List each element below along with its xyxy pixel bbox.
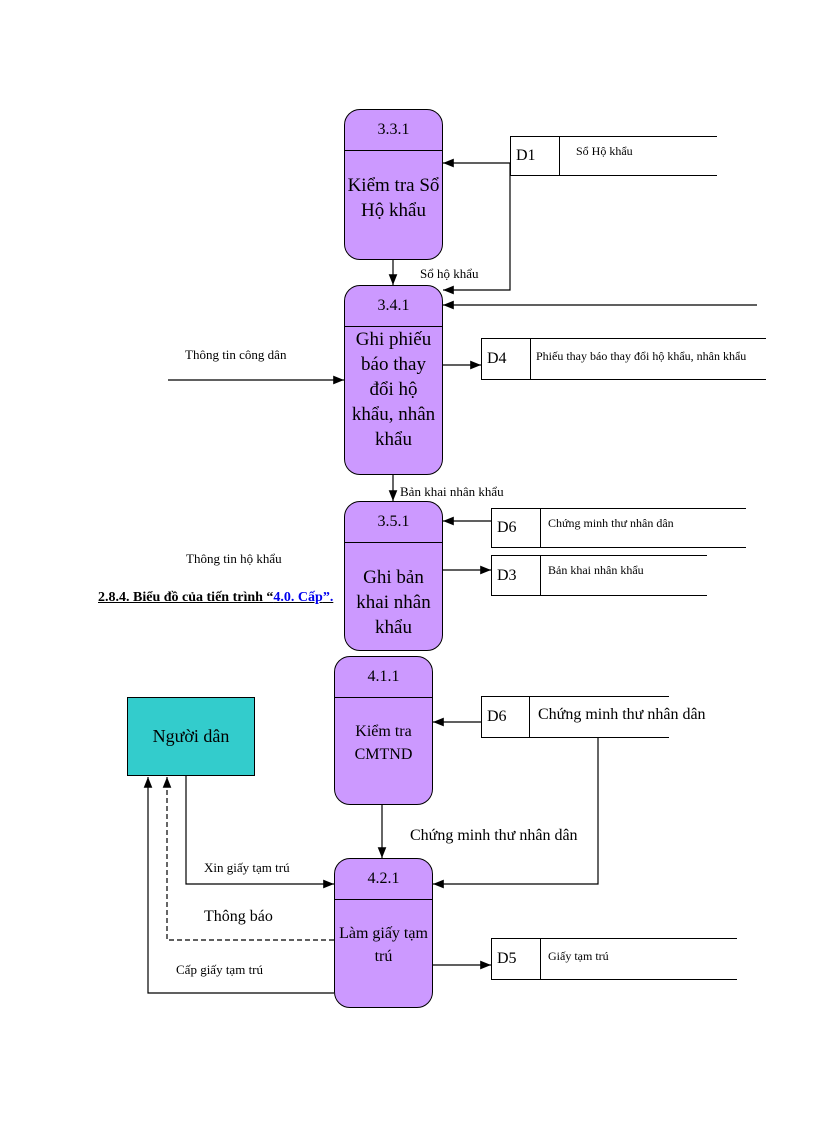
heading-link[interactable]: 4.0. Cấp [273, 590, 323, 605]
flow-request [185, 775, 334, 889]
datastore-code: D1 [516, 147, 536, 164]
heading-prefix: 2.8.4. Biểu đồ của tiến trình “ [98, 590, 274, 605]
datastore-name: Bản khai nhân khẩu [548, 563, 644, 577]
label-xin-giay-tam-tru: Xin giấy tạm trú [204, 860, 290, 875]
label-ban-khai-nhan-khau: Bản khai nhân khẩu [400, 484, 504, 499]
process-3-5-1: 3.5.1 Ghi bản khai nhân khẩu [344, 501, 443, 651]
process-name: Ghi phiếu báo thay đổi hộ khẩu, nhân khẩ… [351, 329, 436, 450]
datastore-d5: D5 Giấy tạm trú [491, 938, 737, 980]
datastore-name: Giấy tạm trú [548, 949, 609, 963]
process-name: Kiểm tra Sổ Hộ khẩu [347, 175, 440, 221]
process-id: 4.2.1 [335, 859, 432, 900]
heading-suffix: ”. [322, 590, 334, 605]
section-heading: 2.8.4. Biểu đồ của tiến trình “4.0. Cấp”… [98, 590, 333, 606]
process-4-1-1: 4.1.1 Kiểm tra CMTND [334, 656, 433, 805]
datastore-code: D5 [497, 950, 517, 967]
label-cap-giay-tam-tru: Cấp giấy tạm trú [176, 962, 264, 977]
flow-d6-to-421 [433, 738, 599, 889]
process-3-4-1: 3.4.1 Ghi phiếu báo thay đổi hộ khẩu, nh… [344, 285, 443, 475]
process-id: 3.3.1 [345, 110, 442, 151]
flow-notify [162, 777, 334, 941]
datastore-d6-b: D6 Chứng minh thư nhân dân [481, 696, 706, 738]
label-so-ho-khau: Sổ hộ khẩu [420, 266, 479, 281]
datastore-name: Sổ Hộ khẩu [576, 144, 633, 158]
label-thong-tin-ho-khau: Thông tin hộ khẩu [186, 551, 282, 566]
datastore-name: Chứng minh thư nhân dân [538, 706, 706, 723]
process-4-2-1: 4.2.1 Làm giấy tạm trú [334, 858, 433, 1008]
process-name: Làm giấy tạm trú [339, 925, 428, 965]
process-3-3-1: 3.3.1 Kiểm tra Sổ Hộ khẩu [344, 109, 443, 260]
label-chung-minh-thu: Chứng minh thư nhân dân [410, 827, 578, 844]
datastore-d6-a: D6 Chứng minh thư nhân dân [491, 508, 746, 548]
datastore-code: D6 [487, 708, 507, 725]
datastore-code: D6 [497, 519, 517, 536]
label-thong-tin-cong-dan: Thông tin công dân [185, 347, 287, 362]
flow-issue [143, 777, 334, 994]
entity-name: Người dân [152, 726, 230, 746]
process-name: Kiểm tra CMTND [354, 723, 413, 763]
label-thong-bao: Thông báo [204, 908, 273, 925]
process-id: 3.5.1 [345, 502, 442, 543]
datastore-name: Chứng minh thư nhân dân [548, 516, 674, 530]
datastore-code: D4 [487, 350, 507, 367]
process-id: 3.4.1 [345, 286, 442, 327]
datastore-d4: D4 Phiếu thay báo thay đổi hộ khẩu, nhân… [481, 338, 766, 380]
flow-d1-to-341 [443, 163, 511, 295]
datastore-d3: D3 Bản khai nhân khẩu [491, 555, 707, 596]
datastore-code: D3 [497, 566, 517, 584]
process-name: Ghi bản khai nhân khẩu [356, 567, 431, 638]
entity-nguoi-dan: Người dân [127, 697, 255, 776]
datastore-d1: D1 Sổ Hộ khẩu [510, 136, 717, 176]
datastore-name: Phiếu thay báo thay đổi hộ khẩu, nhân kh… [536, 349, 747, 363]
process-id: 4.1.1 [335, 657, 432, 698]
